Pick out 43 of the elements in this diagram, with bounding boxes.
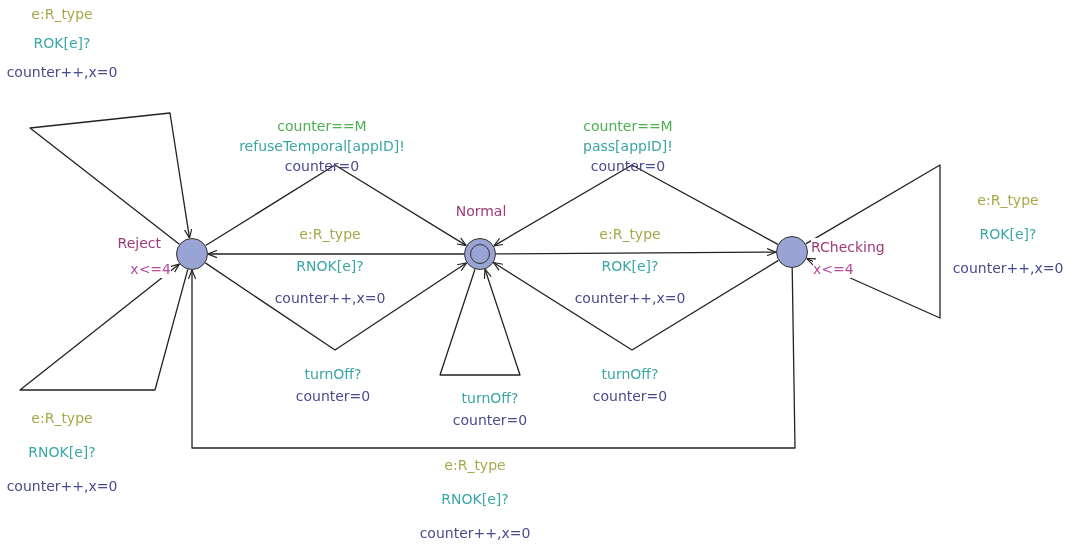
- edge-label: RNOK[e]?: [296, 257, 364, 276]
- transition-arrow: [29, 112, 193, 245]
- edge-label: counter=0: [592, 387, 668, 406]
- edge-label: counter=0: [590, 157, 666, 176]
- edge-label: turnOff?: [304, 365, 362, 384]
- transition-arrow: [19, 263, 189, 391]
- location-invariant: x<=4: [813, 260, 854, 278]
- edge-label: refuseTemporal[appID]!: [239, 137, 405, 156]
- edge-label: counter=0: [295, 387, 371, 406]
- edge-label: counter=0: [284, 157, 360, 176]
- edge-label: counter++,x=0: [952, 259, 1064, 278]
- edge-label: RNOK[e]?: [441, 490, 509, 509]
- edge-label: counter++,x=0: [6, 477, 118, 496]
- transition-arrow: [439, 268, 521, 376]
- edge-label: ROK[e]?: [979, 225, 1037, 244]
- transition-arrow: [492, 259, 780, 351]
- edge-label: ROK[e]?: [601, 257, 659, 276]
- transition-arrow: [805, 164, 941, 319]
- edge-label: e:R_type: [31, 5, 93, 24]
- edge-label: ROK[e]?: [33, 34, 91, 53]
- edge-label: counter++,x=0: [274, 289, 386, 308]
- edge-label: counter++,x=0: [574, 289, 686, 308]
- edge-label: counter=0: [452, 411, 528, 430]
- edge-label: turnOff?: [601, 365, 659, 384]
- transition-arrow: [204, 164, 468, 247]
- transition-arrow: [207, 249, 465, 259]
- edge-label: counter==M: [583, 117, 673, 136]
- edge-label: e:R_type: [977, 191, 1039, 210]
- transition-arrow: [204, 262, 468, 351]
- edge-label: e:R_type: [299, 225, 361, 244]
- edge-label: counter++,x=0: [6, 63, 118, 82]
- transition-arrow: [493, 164, 779, 247]
- edge-label: e:R_type: [599, 225, 661, 244]
- edge-label: RNOK[e]?: [28, 443, 96, 462]
- transition-arrow: [187, 267, 796, 449]
- transition-arrow: [495, 247, 777, 257]
- location-name: RChecking: [811, 238, 885, 256]
- edge-label: counter++,x=0: [419, 524, 531, 543]
- edge-label: turnOff?: [461, 389, 519, 408]
- edge-label: e:R_type: [444, 456, 506, 475]
- edge-label: pass[appID]!: [583, 137, 673, 156]
- edge-label: counter==M: [277, 117, 367, 136]
- edge-label: e:R_type: [31, 409, 93, 428]
